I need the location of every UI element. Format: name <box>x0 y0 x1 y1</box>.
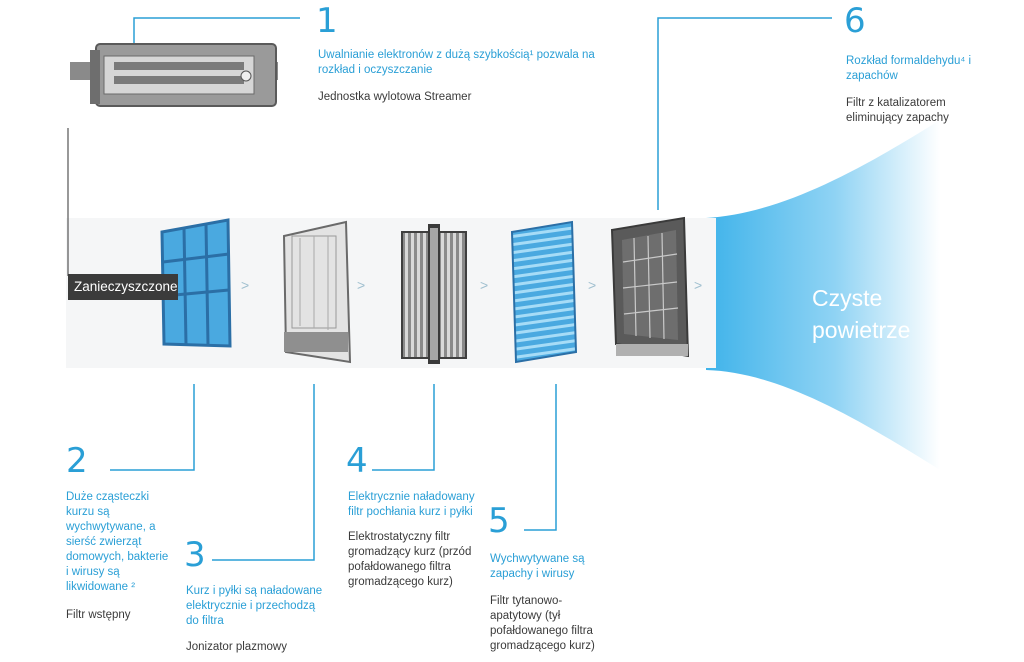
step-1-description: Uwalnianie elektronów z dużą szybkością¹… <box>318 49 595 76</box>
electrostatic-filter-illustration <box>401 224 467 364</box>
step-1-number: 1 <box>316 1 338 41</box>
step-4-component: Elektrostatyczny filtr gromadzący kurz (… <box>348 531 472 588</box>
callout-line-5 <box>524 384 557 531</box>
plasma-ionizer-illustration <box>282 220 352 364</box>
callout-line-6 <box>657 17 832 210</box>
flow-chevron: > <box>357 277 366 293</box>
step-5-component: Filtr tytanowo-apatytowy (tył pofałdowan… <box>490 595 595 652</box>
step-4-description: Elektrycznie naładowany filtr pochłania … <box>348 491 475 518</box>
clean-air-label: Czyste powietrze <box>812 285 911 343</box>
step-2-number: 2 <box>66 441 88 481</box>
step-6-description: Rozkład formaldehydu⁴ i zapachów <box>846 55 972 82</box>
step-3-description: Kurz i pyłki są naładowane elektrycznie … <box>186 585 323 627</box>
step-3-number: 3 <box>184 535 206 575</box>
step-5-number: 5 <box>488 501 510 541</box>
step-2-component: Filtr wstępny <box>66 609 131 621</box>
callout-line-1 <box>133 17 300 48</box>
deodorizing-filter-illustration <box>610 216 690 358</box>
step-6-number: 6 <box>844 1 866 41</box>
flow-chevron: > <box>241 277 250 293</box>
flow-chevron: > <box>588 277 597 293</box>
callout-line-2 <box>110 384 195 471</box>
clean-air-plume <box>706 120 940 470</box>
step-5-description: Wychwytywane są zapachy i wirusy <box>490 553 585 580</box>
step-4-number: 4 <box>346 441 368 481</box>
step-2-description: Duże cząsteczki kurzu są wychwytywane, a… <box>66 491 169 593</box>
callout-lines <box>110 17 832 561</box>
streamer-unit-illustration <box>70 43 278 107</box>
callout-line-4 <box>372 384 435 471</box>
titanium-apatite-filter-illustration <box>510 220 578 364</box>
step-1-component: Jednostka wylotowa Streamer <box>318 91 472 103</box>
callout-line-3 <box>212 384 315 561</box>
flow-chevron: > <box>480 277 489 293</box>
step-3-component: Jonizator plazmowy <box>186 641 287 653</box>
polluted-air-label: Zanieczyszczone <box>68 274 178 300</box>
flow-chevron: > <box>694 277 703 293</box>
step-6-component: Filtr z katalizatorem eliminujący zapach… <box>846 97 949 124</box>
